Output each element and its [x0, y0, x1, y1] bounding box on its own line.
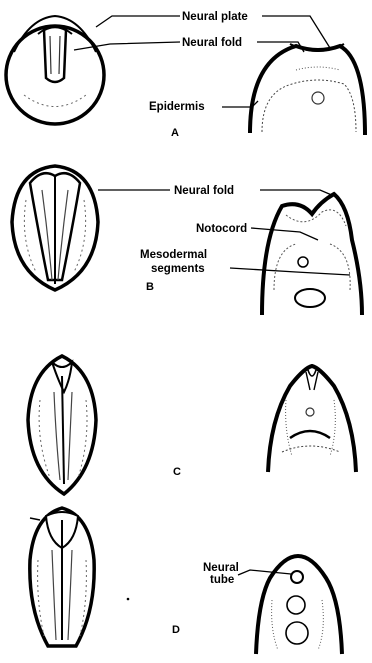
stage-letter-c: C [173, 466, 181, 478]
label-epidermis: Epidermis [149, 101, 205, 113]
stage-d-cross-section [256, 556, 342, 654]
label-neural-fold-b: Neural fold [174, 185, 234, 197]
label-neural-tube-line2: tube [210, 574, 234, 586]
label-notocord: Notocord [196, 223, 247, 235]
stage-a-cross-section [250, 44, 365, 135]
label-mesodermal-line2: segments [151, 263, 205, 275]
stray-dot [127, 598, 130, 601]
stage-b-cross-section [262, 194, 362, 315]
stage-a-dorsal-embryo [6, 16, 104, 124]
stage-letter-a: A [171, 127, 179, 139]
stage-b-dorsal-embryo [12, 166, 98, 290]
label-neural-plate: Neural plate [182, 11, 248, 23]
label-neural-fold-a: Neural fold [182, 37, 242, 49]
stage-letter-d: D [172, 624, 180, 636]
stage-d-dorsal-embryo [30, 508, 94, 646]
stage-c-cross-section [268, 366, 356, 472]
label-mesodermal-line1: Mesodermal [140, 249, 207, 261]
stage-c-dorsal-embryo [28, 356, 96, 494]
label-neural-tube-line1: Neural [203, 562, 239, 574]
stage-letter-b: B [146, 281, 154, 293]
